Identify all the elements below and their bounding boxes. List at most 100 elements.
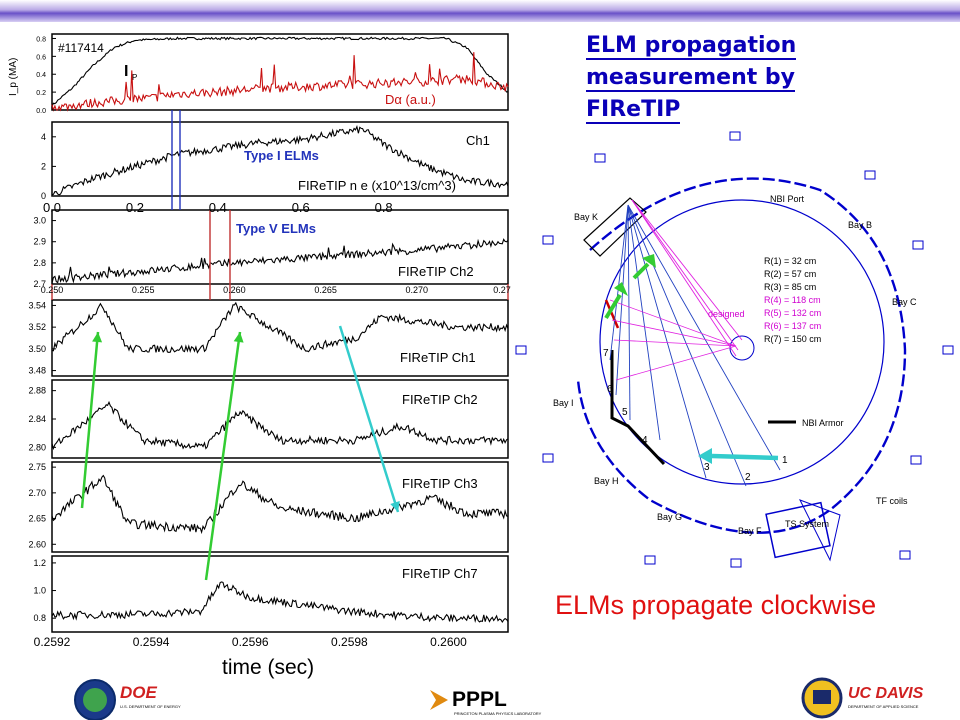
designed-fan-3 [615, 345, 737, 381]
ytick-label-5-0: 2.75 [28, 462, 46, 472]
ytick-label-6-1: 1.0 [33, 586, 46, 596]
chord-6 [609, 204, 629, 361]
slide-caption: ELMs propagate clockwise [555, 590, 877, 620]
ip-label-sub: P [132, 73, 137, 82]
panel-frame-2 [51, 209, 509, 285]
label-nbi-armor: NBI Armor [802, 418, 844, 428]
port-marker-6 [730, 558, 742, 568]
slide-header-bar [0, 0, 960, 22]
ts-system-box [765, 501, 831, 559]
green-arrow-left-head [92, 332, 103, 343]
xtick-label-6-2: 0.2596 [232, 635, 269, 649]
port-markers [515, 131, 954, 568]
label-nbi-port: NBI Port [770, 194, 805, 204]
ytick-label-2-1: 2.9 [33, 237, 46, 247]
port-marker-3 [942, 345, 954, 355]
green-arrow-2 [632, 262, 650, 280]
time-xlabel: time (sec) [222, 656, 314, 679]
ytick-label-0-0: 0.8 [36, 36, 46, 43]
xtick-label-2-0: 0.250 [41, 285, 64, 295]
label-bay-c: Bay C [892, 297, 917, 307]
xtick-label-1-2: 0.4 [209, 200, 227, 215]
dalpha-label: Dα (a.u.) [385, 92, 436, 107]
series-line-1-0 [51, 124, 509, 196]
series-line-2-0 [51, 238, 509, 284]
bay-i-armor [610, 350, 666, 466]
port-marker-2 [912, 240, 924, 250]
ytick-label-0-4: 0.0 [36, 108, 46, 115]
xtick-label-1-1: 0.2 [126, 200, 144, 215]
label-bay-g: Bay G [657, 512, 682, 522]
ytick-label-4-1: 2.84 [28, 414, 46, 424]
port-marker-10 [542, 235, 554, 245]
label-bay-f: Bay F [738, 526, 762, 536]
machine-geometry [576, 177, 907, 562]
ucdavis-logo: UC DAVIS DEPARTMENT OF APPLIED SCIENCE [801, 677, 924, 719]
firetip-chords [609, 199, 781, 487]
label-tf-coils: TF coils [876, 496, 908, 506]
radius-3: R(3) = 85 cm [764, 282, 816, 292]
diagram-direction-arrows [604, 254, 779, 464]
green-arrowhead-1 [614, 282, 628, 296]
xtick-label-6-4: 0.2600 [430, 635, 467, 649]
panel-frame-5 [51, 461, 509, 553]
slide-title: ELM propagation measurement by FIReTIP [586, 30, 846, 126]
cyan-arrow-down-head [390, 500, 400, 512]
chord-num-1: 1 [782, 455, 788, 466]
ytick-label-0-3: 0.2 [36, 90, 46, 97]
pppl-name: PPPL [452, 688, 507, 711]
ytick-label-4-0: 2.88 [28, 386, 46, 396]
series-line-0-1 [51, 52, 509, 112]
radius-6: R(6) = 137 cm [764, 321, 821, 331]
type5-label: Type V ELMs [236, 221, 316, 236]
chord-3 [627, 204, 661, 441]
vessel-circle [599, 199, 885, 485]
chart-frames [51, 33, 509, 633]
ytick-label-5-1: 2.70 [28, 488, 46, 498]
ytick-label-5-3: 2.60 [28, 539, 46, 549]
ytick-label-2-3: 2.7 [33, 279, 46, 289]
doe-sub: U.S. DEPARTMENT OF ENERGY [120, 704, 181, 709]
series-line-4-0 [51, 400, 509, 451]
cyan-arrowhead [698, 448, 712, 464]
chord-num-2: 2 [745, 472, 751, 483]
ch7-label: FIReTIP Ch7 [402, 566, 478, 581]
propagation-arrows [80, 325, 400, 581]
port-marker-9 [515, 345, 527, 355]
chart-traces [51, 36, 509, 624]
green-arrow-right-head [233, 332, 244, 343]
ytick-label-6-2: 0.8 [33, 613, 46, 623]
radius-2: R(2) = 57 cm [764, 269, 816, 279]
port-marker-7 [644, 555, 656, 565]
ip-ylabel: I_p (MA) [8, 58, 19, 96]
green-arrow-1 [604, 293, 622, 320]
ytick-label-0-2: 0.4 [36, 72, 46, 79]
xtick-label-6-1: 0.2594 [133, 635, 170, 649]
label-bay-h: Bay H [594, 476, 619, 486]
designed-chord-0 [631, 199, 739, 351]
bay-k-port [583, 197, 647, 257]
panel-frame-6 [51, 555, 509, 633]
designed-fan-1 [611, 319, 737, 347]
xtick-label-6-3: 0.2598 [331, 635, 368, 649]
xtick-label-2-2: 0.260 [223, 285, 246, 295]
radius-5: R(5) = 132 cm [764, 308, 821, 318]
ytick-label-1-0: 4 [41, 132, 46, 142]
designed-chord-1 [631, 199, 737, 357]
chord-num-4: 4 [642, 435, 648, 446]
ch1-label: FIReTIP Ch1 [400, 350, 476, 365]
panel-frame-0 [51, 33, 509, 111]
cyan-arrow-down [338, 325, 400, 513]
doe-name: DOE [120, 683, 158, 702]
xtick-label-6-0: 0.2592 [34, 635, 71, 649]
designed-chord-2 [631, 199, 743, 341]
ytick-label-2-2: 2.8 [33, 258, 46, 268]
panel-frame-1 [51, 121, 509, 197]
pppl-logo: PPPL PRINCETON PLASMA PHYSICS LABORATORY [430, 688, 542, 716]
pppl-sub: PRINCETON PLASMA PHYSICS LABORATORY [454, 711, 542, 716]
shot-label: #117414 [58, 41, 104, 55]
label-ts-system: TS System [785, 519, 829, 529]
chord-0 [627, 204, 781, 471]
ytick-label-3-3: 3.48 [28, 366, 46, 376]
